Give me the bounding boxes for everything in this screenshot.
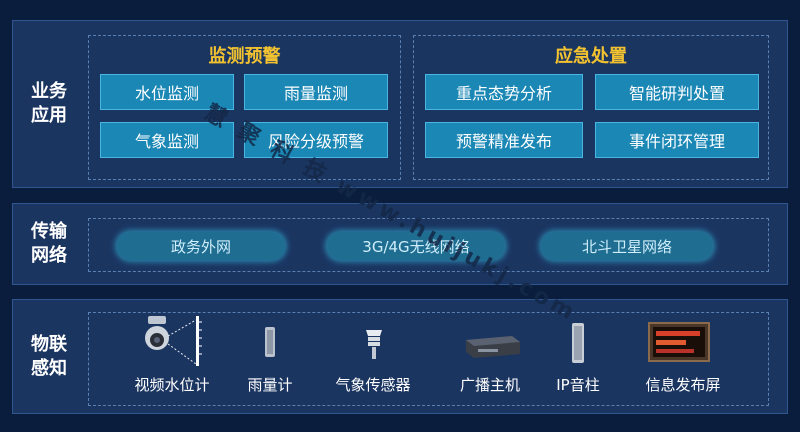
network-panel: 政务外网 3G/4G无线网络 北斗卫星网络 <box>88 218 769 272</box>
emergency-panel: 应急处置 重点态势分析 智能研判处置 预警精准发布 事件闭环管理 <box>413 35 769 180</box>
device-label-camera-gauge: 视频水位计 <box>134 376 210 394</box>
ip-speaker-icon <box>572 323 584 363</box>
monitoring-panel-title: 监测预警 <box>208 46 281 67</box>
device-label-led-screen: 信息发布屏 <box>645 376 721 394</box>
device-label-ip-speaker: IP音柱 <box>556 376 600 394</box>
device-label-broadcast-host: 广播主机 <box>459 376 520 394</box>
weather-sensor-icon <box>366 330 382 359</box>
network-layer: 传输 网络 政务外网 3G/4G无线网络 北斗卫星网络 <box>12 203 788 285</box>
cloud-beidou-network: 北斗卫星网络 <box>541 232 713 260</box>
tile-situation-analysis[interactable]: 重点态势分析 <box>425 74 583 110</box>
tile-smart-judgement[interactable]: 智能研判处置 <box>595 74 759 110</box>
emergency-panel-title: 应急处置 <box>555 46 627 67</box>
monitoring-panel: 监测预警 水位监测 雨量监测 气象监测 风险分级预警 <box>88 35 401 180</box>
device-label-weather-sensor: 气象传感器 <box>335 376 411 394</box>
device-label-rain-gauge: 雨量计 <box>247 376 293 394</box>
tile-risk-warning[interactable]: 风险分级预警 <box>244 122 388 158</box>
rain-gauge-icon <box>265 327 275 357</box>
network-layer-label: 传输 网络 <box>31 221 67 266</box>
broadcast-host-icon <box>466 336 520 358</box>
sensing-layer-label: 物联 感知 <box>31 333 67 379</box>
cloud-wireless-network: 3G/4G无线网络 <box>327 232 505 260</box>
tile-water-level[interactable]: 水位监测 <box>100 74 234 110</box>
led-screen-icon <box>648 322 710 362</box>
tile-weather[interactable]: 气象监测 <box>100 122 234 158</box>
business-layer: 业务 应用 监测预警 水位监测 雨量监测 气象监测 风险分级预警 应急处置 重点… <box>12 20 788 188</box>
tile-precise-release[interactable]: 预警精准发布 <box>425 122 583 158</box>
cloud-gov-network: 政务外网 <box>117 232 285 260</box>
tile-closed-loop[interactable]: 事件闭环管理 <box>595 122 759 158</box>
business-layer-label: 业务 应用 <box>31 81 67 126</box>
camera-gauge-icon <box>145 316 202 366</box>
sensing-panel <box>88 312 769 406</box>
tile-rainfall[interactable]: 雨量监测 <box>244 74 388 110</box>
